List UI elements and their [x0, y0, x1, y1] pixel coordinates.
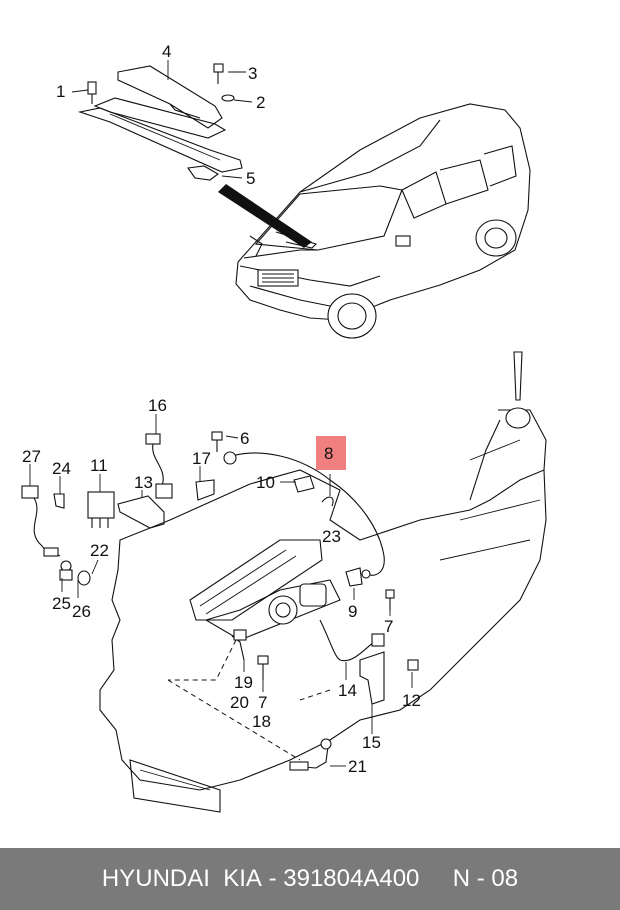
callout-6: 6 — [240, 429, 249, 448]
callout-25: 25 — [52, 594, 71, 613]
callout-15: 15 — [362, 733, 381, 752]
callout-20: 20 — [230, 693, 249, 712]
callout-3: 3 — [248, 64, 257, 83]
callout-26: 26 — [72, 602, 91, 621]
highlight-part-8 — [316, 436, 346, 470]
callout-11: 11 — [90, 456, 108, 475]
footer-part-number: 391804A400 — [283, 865, 420, 892]
callout-17: 17 — [192, 449, 211, 468]
callout-leaders-lower — [29, 414, 413, 767]
part-number-footer: HYUNDAI KIA - 391804A400 N - 08 — [0, 848, 620, 910]
callout-19: 19 — [234, 673, 253, 692]
callout-7-right: 7 — [384, 617, 393, 636]
callout-16: 16 — [148, 396, 167, 415]
callout-12: 12 — [402, 691, 421, 710]
callout-7-lower: 7 — [258, 693, 267, 712]
callout-2: 2 — [256, 93, 265, 112]
footer-sep-1 — [210, 865, 223, 893]
footer-page: N - 08 — [452, 865, 519, 892]
sensor-connector — [223, 451, 237, 465]
callout-27: 27 — [22, 447, 41, 466]
footer-sep-3 — [419, 865, 452, 893]
callout-5: 5 — [246, 169, 255, 188]
location-arrow — [218, 184, 312, 248]
footer-brand: HYUNDAI — [101, 865, 210, 892]
callout-18: 18 — [252, 712, 271, 731]
engine-transmission-assembly — [99, 351, 547, 813]
callout-leaders-top — [71, 60, 253, 179]
footer-brand-2: KIA — [223, 865, 262, 892]
callout-8: 8 — [324, 444, 333, 463]
parts-diagram: 1 4 3 2 5 — [21, 42, 547, 813]
callout-10: 10 — [256, 473, 275, 492]
callout-21: 21 — [348, 757, 367, 776]
callout-14: 14 — [338, 681, 357, 700]
callout-1: 1 — [56, 82, 65, 101]
callout-4: 4 — [162, 42, 171, 61]
vehicle-illustration — [235, 103, 531, 339]
footer-sep-2: - — [261, 865, 284, 892]
callout-13: 13 — [134, 473, 153, 492]
sensor-connector-end — [361, 569, 371, 579]
small-parts — [21, 431, 419, 771]
callout-24: 24 — [52, 459, 71, 478]
o2-sensor-wire-8 — [231, 452, 385, 576]
callout-22: 22 — [90, 541, 109, 560]
cowl-panel-assembly — [77, 63, 243, 181]
callout-23: 23 — [322, 527, 341, 546]
callout-9: 9 — [348, 602, 357, 621]
